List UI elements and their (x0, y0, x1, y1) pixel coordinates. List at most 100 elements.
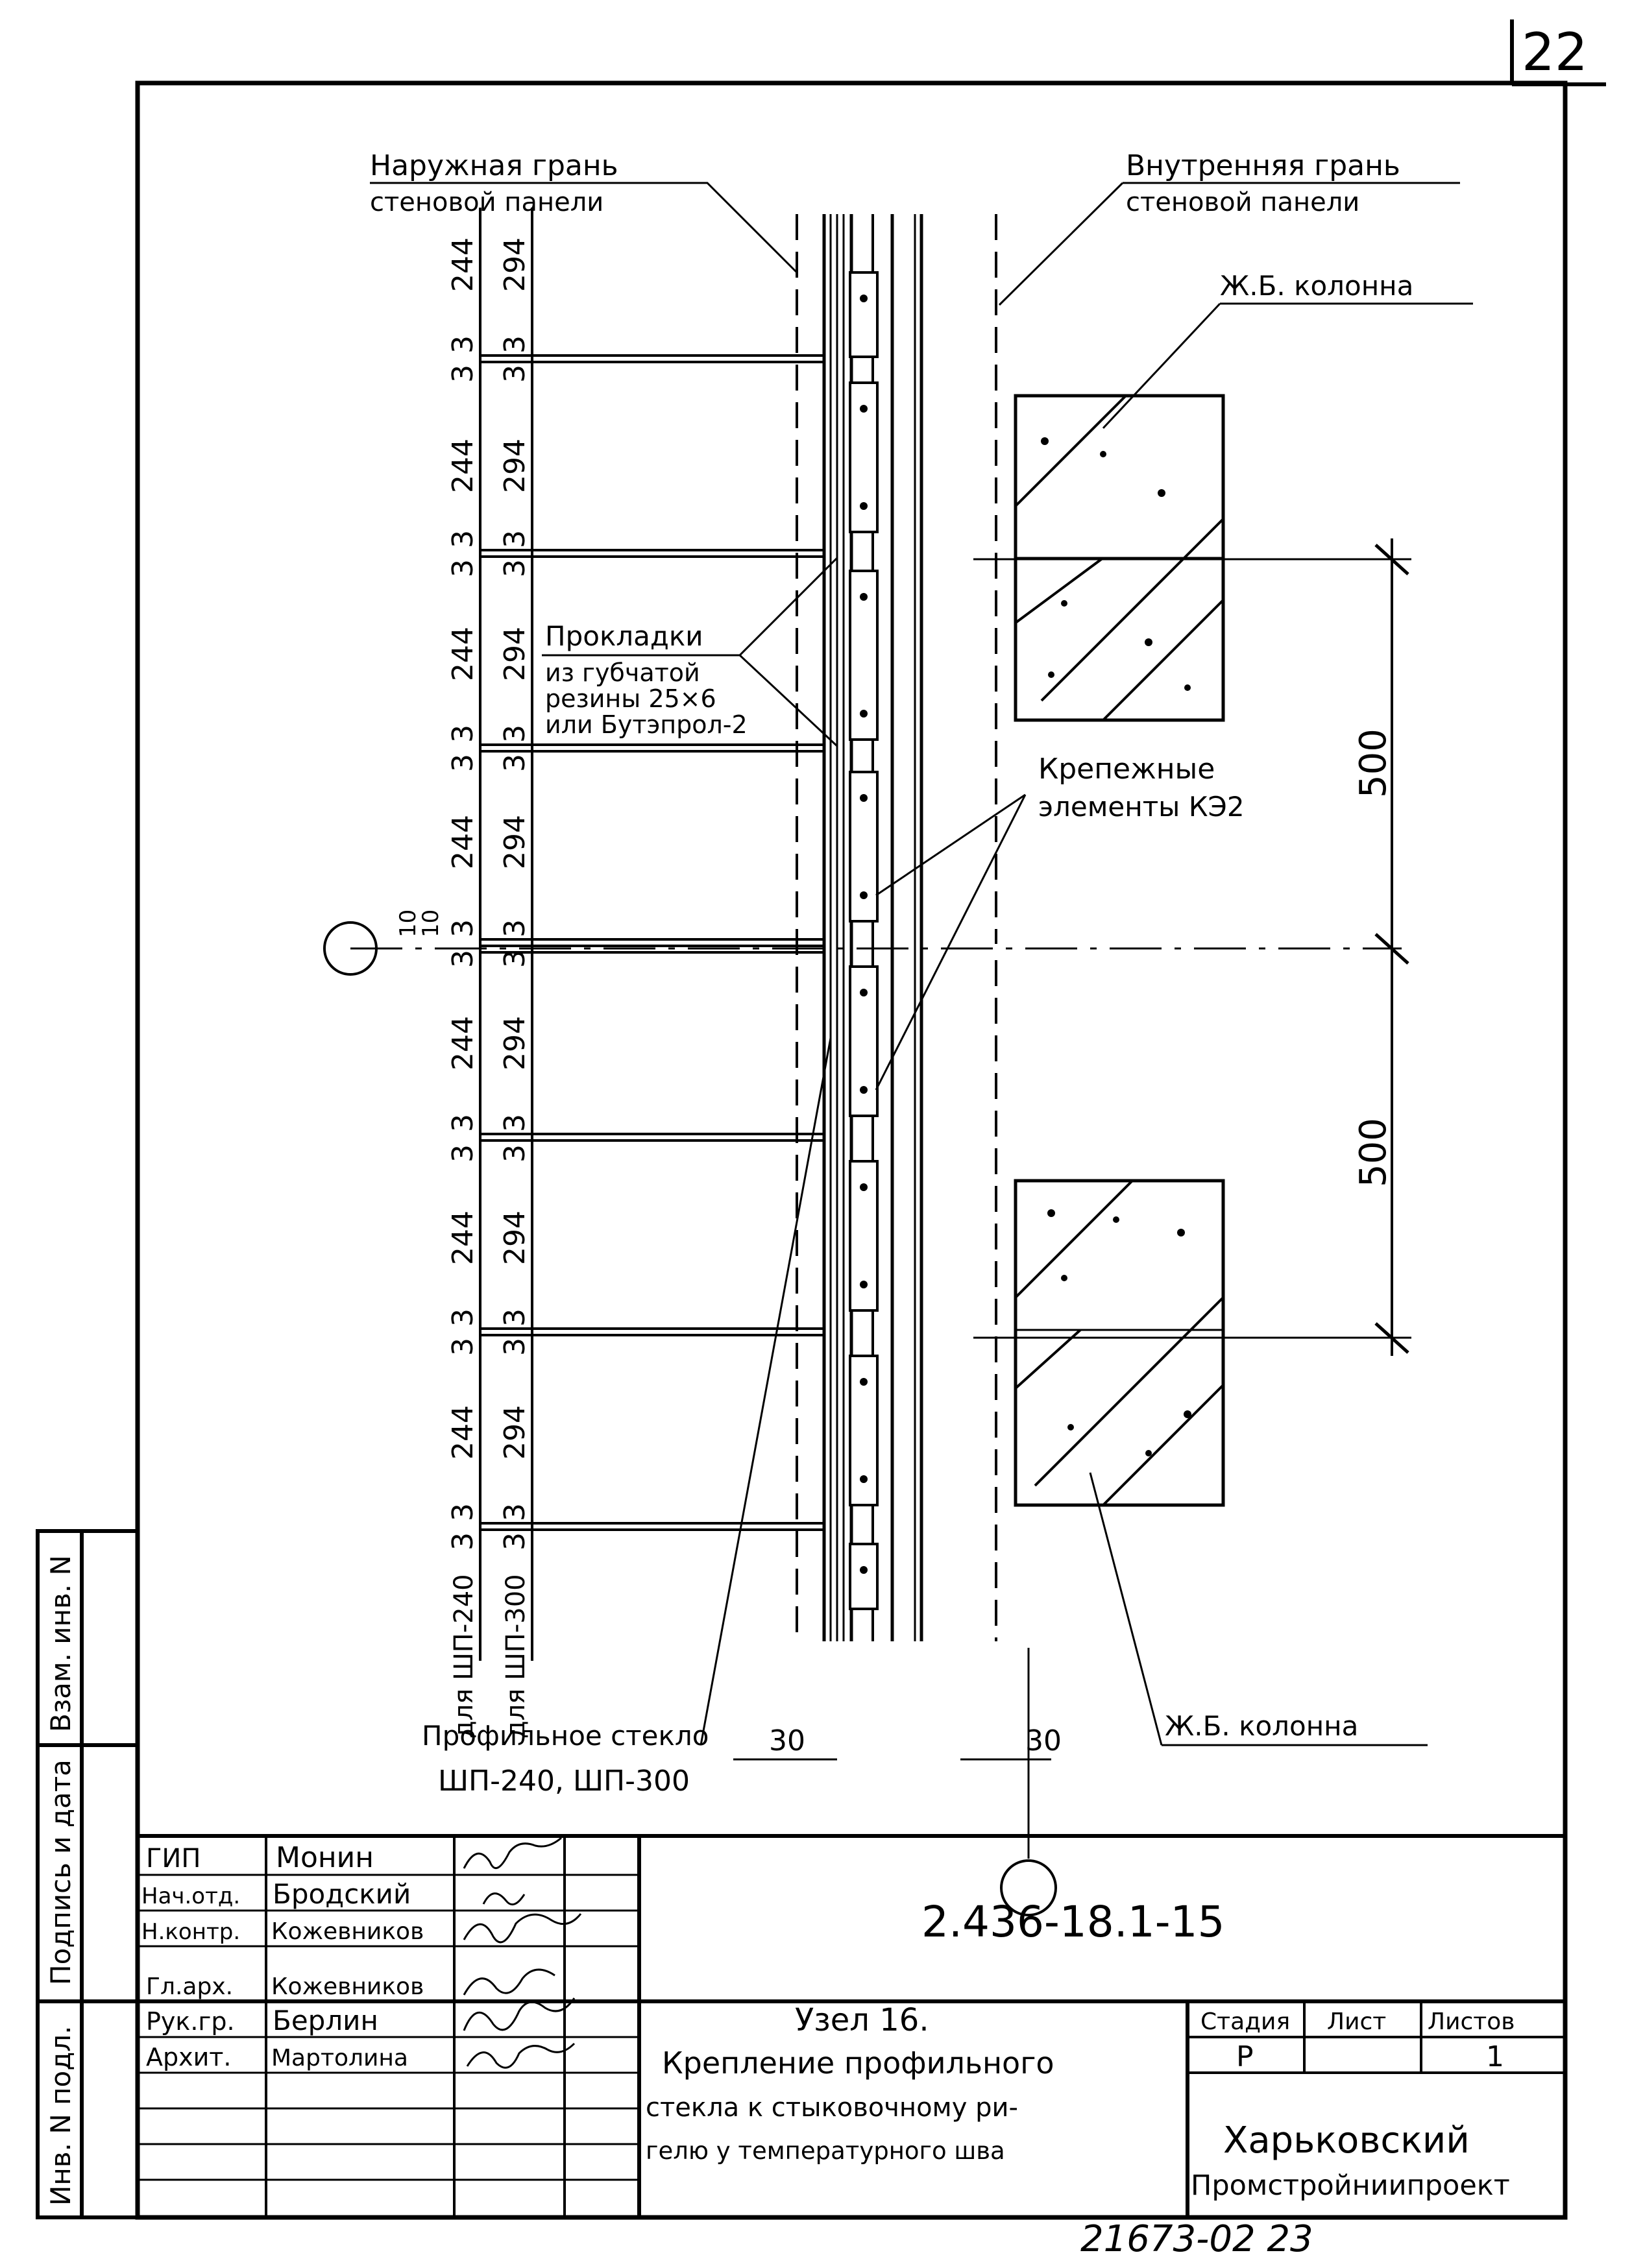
fastener-holes (860, 295, 868, 1574)
dim-240-13: 3 (446, 950, 480, 968)
callout-gaskets-1: Прокладки (545, 620, 703, 652)
drawing-title-2: стекла к стыковочному ри- (646, 2093, 1018, 2123)
callout-outer-face-2: стеновой панели (370, 187, 603, 217)
dim-labels-300: 294 3 3 294 3 3 294 3 3 294 3 3 294 3 3 … (498, 237, 531, 1739)
dim-240-2: 3 (446, 365, 480, 383)
dim-300-4: 3 (498, 530, 531, 548)
sheets-header: Листов (1428, 2009, 1515, 2035)
dim-300-1: 3 (498, 335, 531, 354)
dim-right-upper: 500 (1352, 729, 1395, 798)
title-block: ГИП Монин Нач.отд. Бродский Н.контр. Кож… (138, 1834, 1565, 2217)
staff-name-5: Мартолина (271, 2045, 408, 2071)
dim-right-lower: 500 (1352, 1118, 1395, 1187)
dim-300-label: для ШП-300 (501, 1574, 531, 1739)
dim-300-13: 3 (498, 1114, 531, 1132)
rc-column-bottom (1014, 1179, 1225, 1507)
dim-bottom-left: 30 (769, 1724, 805, 1757)
dim-240-20: 244 (446, 1405, 480, 1460)
dim-300-16: 3 (498, 1309, 531, 1327)
dim-300-2: 3 (498, 365, 531, 383)
dim-240-15: 3 (446, 1114, 480, 1132)
staff-name-3: Кожевников (271, 1973, 424, 2000)
dim-300-11: 3 (498, 950, 531, 968)
callout-inner-face-1: Внутренняя грань (1126, 149, 1400, 182)
staff-name-4: Берлин (273, 2005, 378, 2036)
dim-bottom-right: 30 (1025, 1724, 1062, 1757)
sheet-header: Лист (1327, 2009, 1386, 2035)
staff-name-1: Бродский (273, 1878, 411, 1910)
section-drawing: 244 3 3 244 3 3 244 3 3 244 3 10 10 3 24… (323, 149, 1473, 1916)
dim-240-22: 3 (446, 1532, 480, 1550)
dim-300-14: 3 (498, 1144, 531, 1163)
dim-240-11: 10 (395, 910, 421, 937)
dim-240-16: 3 (446, 1144, 480, 1163)
dim-300-15: 294 (498, 1211, 531, 1265)
dim-300-3: 294 (498, 439, 531, 493)
dim-300-7: 3 (498, 725, 531, 743)
staff-role-2: Н.контр. (141, 1919, 240, 1945)
sheet-number-box: 22 (1510, 19, 1606, 86)
callout-gaskets-3: резины 25×6 (545, 684, 716, 713)
callout-gaskets-2: из губчатой (545, 658, 700, 687)
dim-240-label: для ШП-240 (449, 1574, 479, 1739)
staff-name-2: Кожевников (271, 1918, 424, 1945)
dim-300-0: 294 (498, 237, 531, 292)
dim-300-17: 3 (498, 1338, 531, 1356)
sheets-value: 1 (1486, 2040, 1504, 2073)
right-dimension: 500 500 (973, 538, 1411, 1356)
dim-300-18: 294 (498, 1405, 531, 1460)
side-stamp-inv: Инв. N подл. (45, 2026, 77, 2206)
side-stamp-sign: Подпись и дата (45, 1759, 77, 1985)
dim-240-9: 244 (446, 815, 480, 869)
callout-profile-glass-1: Профильное стекло (422, 1720, 709, 1752)
sheet-number: 22 (1522, 22, 1588, 82)
dim-300-6: 294 (498, 627, 531, 681)
dim-300-10: 3 (498, 919, 531, 937)
stage-value: Р (1236, 2040, 1254, 2073)
drawing-frame (135, 80, 1568, 2220)
dim-300-12: 294 (498, 1016, 531, 1070)
dim-240-0: 244 (446, 237, 480, 292)
dim-240-4: 3 (446, 530, 480, 548)
callout-outer-face-1: Наружная грань (370, 149, 618, 182)
bottom-dimensions: 30 30 (733, 1724, 1062, 1761)
dim-labels-240: 244 3 3 244 3 3 244 3 3 244 3 10 10 3 24… (395, 237, 480, 1739)
dim-300-5: 3 (498, 559, 531, 577)
fastener-plates (849, 271, 879, 1610)
organization-0: Харьковский (1223, 2119, 1470, 2162)
bottom-code: 21673-02 23 (1080, 2218, 1313, 2260)
axis-marker-left (323, 921, 378, 976)
dim-240-10: 3 (446, 919, 480, 937)
signatures (463, 1837, 582, 2069)
stage-header: Стадия (1200, 2009, 1290, 2035)
staff-name-0: Монин (276, 1841, 374, 1874)
dim-240-19: 3 (446, 1338, 480, 1356)
callout-fasteners-2: элементы КЭ2 (1038, 791, 1245, 823)
dim-240-14: 244 (446, 1016, 480, 1070)
staff-role-5: Архит. (146, 2043, 232, 2071)
rc-column-top (1014, 394, 1225, 722)
profile-joint-lines (480, 354, 824, 1531)
callout-inner-face-2: стеновой панели (1126, 187, 1359, 217)
organization-1: Промстройниипроект (1191, 2169, 1510, 2202)
leader-lines (370, 182, 1473, 1746)
callout-column-top: Ж.Б. колонна (1220, 270, 1413, 302)
dim-300-20: 3 (498, 1532, 531, 1550)
callout-fasteners-1: Крепежные (1038, 753, 1215, 786)
dim-240-7: 3 (446, 725, 480, 743)
staff-role-3: Гл.арх. (146, 1973, 233, 2000)
drawing-title-3: гелю у температурного шва (646, 2137, 1005, 2165)
staff-role-4: Рук.гр. (146, 2007, 235, 2036)
callout-column-bottom: Ж.Б. колонна (1165, 1710, 1358, 1742)
dim-240-6: 244 (446, 627, 480, 681)
dim-240-21: 3 (446, 1503, 480, 1521)
dim-240-18: 3 (446, 1309, 480, 1327)
dim-240-1: 3 (446, 335, 480, 354)
callout-gaskets-4: или Бутэпрол-2 (545, 710, 748, 739)
dim-240-17: 244 (446, 1211, 480, 1265)
dim-240-8: 3 (446, 754, 480, 772)
axis-marker-bottom (1000, 1859, 1057, 1916)
doc-code: 2.436-18.1-15 (921, 1897, 1225, 1947)
dim-240-5: 3 (446, 559, 480, 577)
